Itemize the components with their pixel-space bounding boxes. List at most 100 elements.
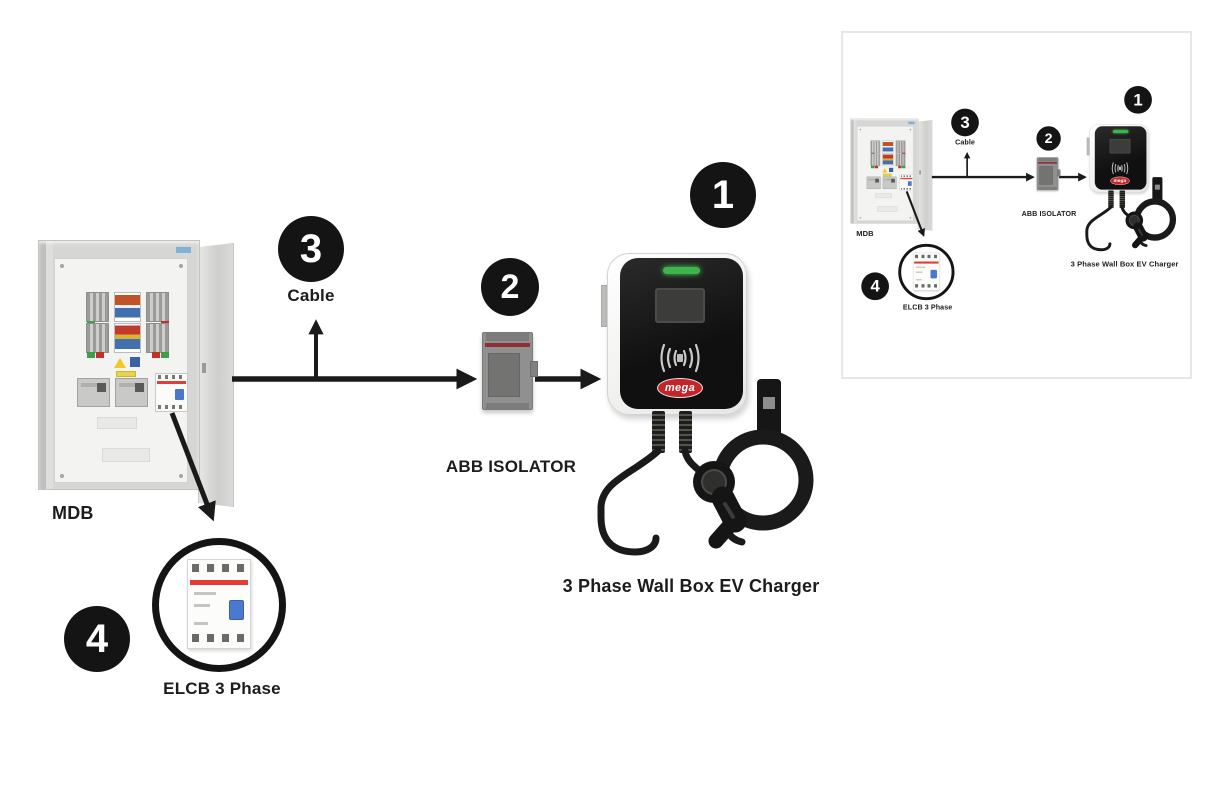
panel-screw (859, 216, 862, 219)
panel-screw (179, 264, 183, 268)
coil-cable-end (1138, 231, 1148, 248)
indicator-tab (902, 165, 906, 169)
plug-cable (681, 447, 705, 476)
breaker-bank (895, 140, 906, 154)
elcb-marking (194, 604, 210, 607)
elcb-breaker (187, 559, 251, 649)
panel-screw (179, 474, 183, 478)
breaker-bank (86, 323, 109, 353)
mdb-door-handle (919, 170, 921, 175)
elcb-toggle (229, 600, 244, 620)
cable-holder (757, 379, 781, 443)
panel-screw (909, 128, 912, 131)
breaker-bank (86, 292, 109, 322)
plug-face (1128, 214, 1140, 226)
badge-number: 4 (85, 616, 109, 661)
abb-isolator (482, 332, 538, 410)
mdb-label: MDB (856, 229, 874, 238)
cable-holder-slot (763, 397, 775, 409)
breaker-bank (895, 153, 906, 167)
elcb-marking (915, 266, 926, 268)
plug-face (701, 469, 727, 495)
plug-highlight (1138, 228, 1144, 236)
badge-number: 3 (960, 113, 970, 132)
status-led (663, 267, 700, 274)
badge-number: 4 (870, 276, 880, 296)
isolator-side-tab (530, 361, 538, 377)
main-diagram: MDB 3 Cable 2 ABB ISOLATOR 1 (30, 155, 830, 720)
panel-sticker (877, 206, 898, 212)
blue-notice-icon (889, 167, 894, 173)
elcb-red-stripe (900, 177, 913, 180)
elcb-toggle (930, 269, 937, 279)
brand-logo: mega (657, 378, 703, 398)
rfid-contactless-icon (660, 343, 700, 373)
step-badge-cable: 3 (951, 108, 979, 137)
breaker-module (866, 176, 881, 189)
indicator-tab (898, 165, 902, 169)
indicator-tab (152, 352, 160, 358)
elcb-marking (915, 271, 923, 273)
isolator-label: ABB ISOLATOR (445, 457, 577, 476)
warning-triangle-icon (114, 358, 126, 368)
busbar-cover (882, 140, 894, 154)
isolator-bottom-cap (1038, 187, 1057, 190)
mdb-brand-mark (908, 121, 915, 125)
step-badge-elcb: 4 (64, 606, 130, 672)
rfid-card-glyph (1118, 166, 1122, 170)
elcb-in-panel (899, 174, 914, 191)
terminal-screws (158, 405, 186, 409)
step-badge-charger: 1 (690, 162, 756, 228)
busbar-cover (114, 323, 141, 353)
breaker-module (77, 378, 110, 407)
panel-sticker (875, 193, 892, 199)
cable-label: Cable (955, 138, 975, 146)
isolator-panel (488, 353, 520, 397)
badge-number: 1 (1133, 90, 1143, 109)
busbar-cover (114, 292, 141, 322)
cable-label: Cable (287, 286, 335, 305)
inset-diagram-copy: MDB 3 Cable 2 ABB ISOLATOR 1 (847, 83, 1183, 320)
step-badge-isolator: 2 (481, 258, 539, 316)
breaker-bank (870, 153, 881, 167)
cable-holder (1152, 177, 1163, 204)
elcb-marking (194, 622, 208, 625)
charging-plug-head (693, 461, 735, 503)
plug-nozzle (1131, 234, 1145, 249)
inset-thumbnail: MDB 3 Cable 2 ABB ISOLATOR 1 (841, 31, 1192, 379)
plug-handle (711, 486, 747, 533)
brand-logo-text: mega (664, 382, 696, 394)
cable-conduit (1119, 190, 1126, 209)
cable-conduit (652, 411, 665, 453)
badge-number: 2 (500, 267, 520, 306)
indicator-tab (870, 165, 875, 169)
indicator-tab (161, 352, 169, 358)
brand-logo: mega (1110, 176, 1130, 186)
badge-number: 2 (1044, 130, 1053, 147)
charger-label: 3 Phase Wall Box EV Charger (562, 576, 820, 596)
isolator-top-cap (1038, 157, 1057, 162)
step-badge-charger: 1 (1124, 85, 1152, 114)
panel-sticker (97, 417, 137, 429)
isolator-panel (1039, 166, 1053, 185)
breaker-module (115, 378, 148, 407)
terminal-screws (915, 284, 938, 288)
warning-strip (116, 371, 136, 377)
indicator-tab (874, 165, 879, 169)
breaker-bank (146, 323, 169, 353)
breaker-bank (146, 292, 169, 322)
terminal-screws (915, 254, 938, 259)
terminal-screws (192, 634, 246, 642)
inset-diagram-slot: MDB 3 Cable 2 ABB ISOLATOR 1 (847, 83, 1183, 320)
panel-screw (60, 474, 64, 478)
isolator-label: ABB ISOLATOR (1021, 209, 1077, 218)
busbar-cover (882, 153, 894, 167)
warning-strip (883, 173, 892, 177)
cable-conduit (1108, 190, 1114, 209)
indicator-tab (87, 352, 95, 358)
badge-number: 1 (711, 172, 735, 217)
charger-screen (655, 288, 705, 323)
indicator-tab (96, 352, 104, 358)
elcb-marking (915, 279, 922, 281)
elcb-toggle (175, 389, 184, 400)
